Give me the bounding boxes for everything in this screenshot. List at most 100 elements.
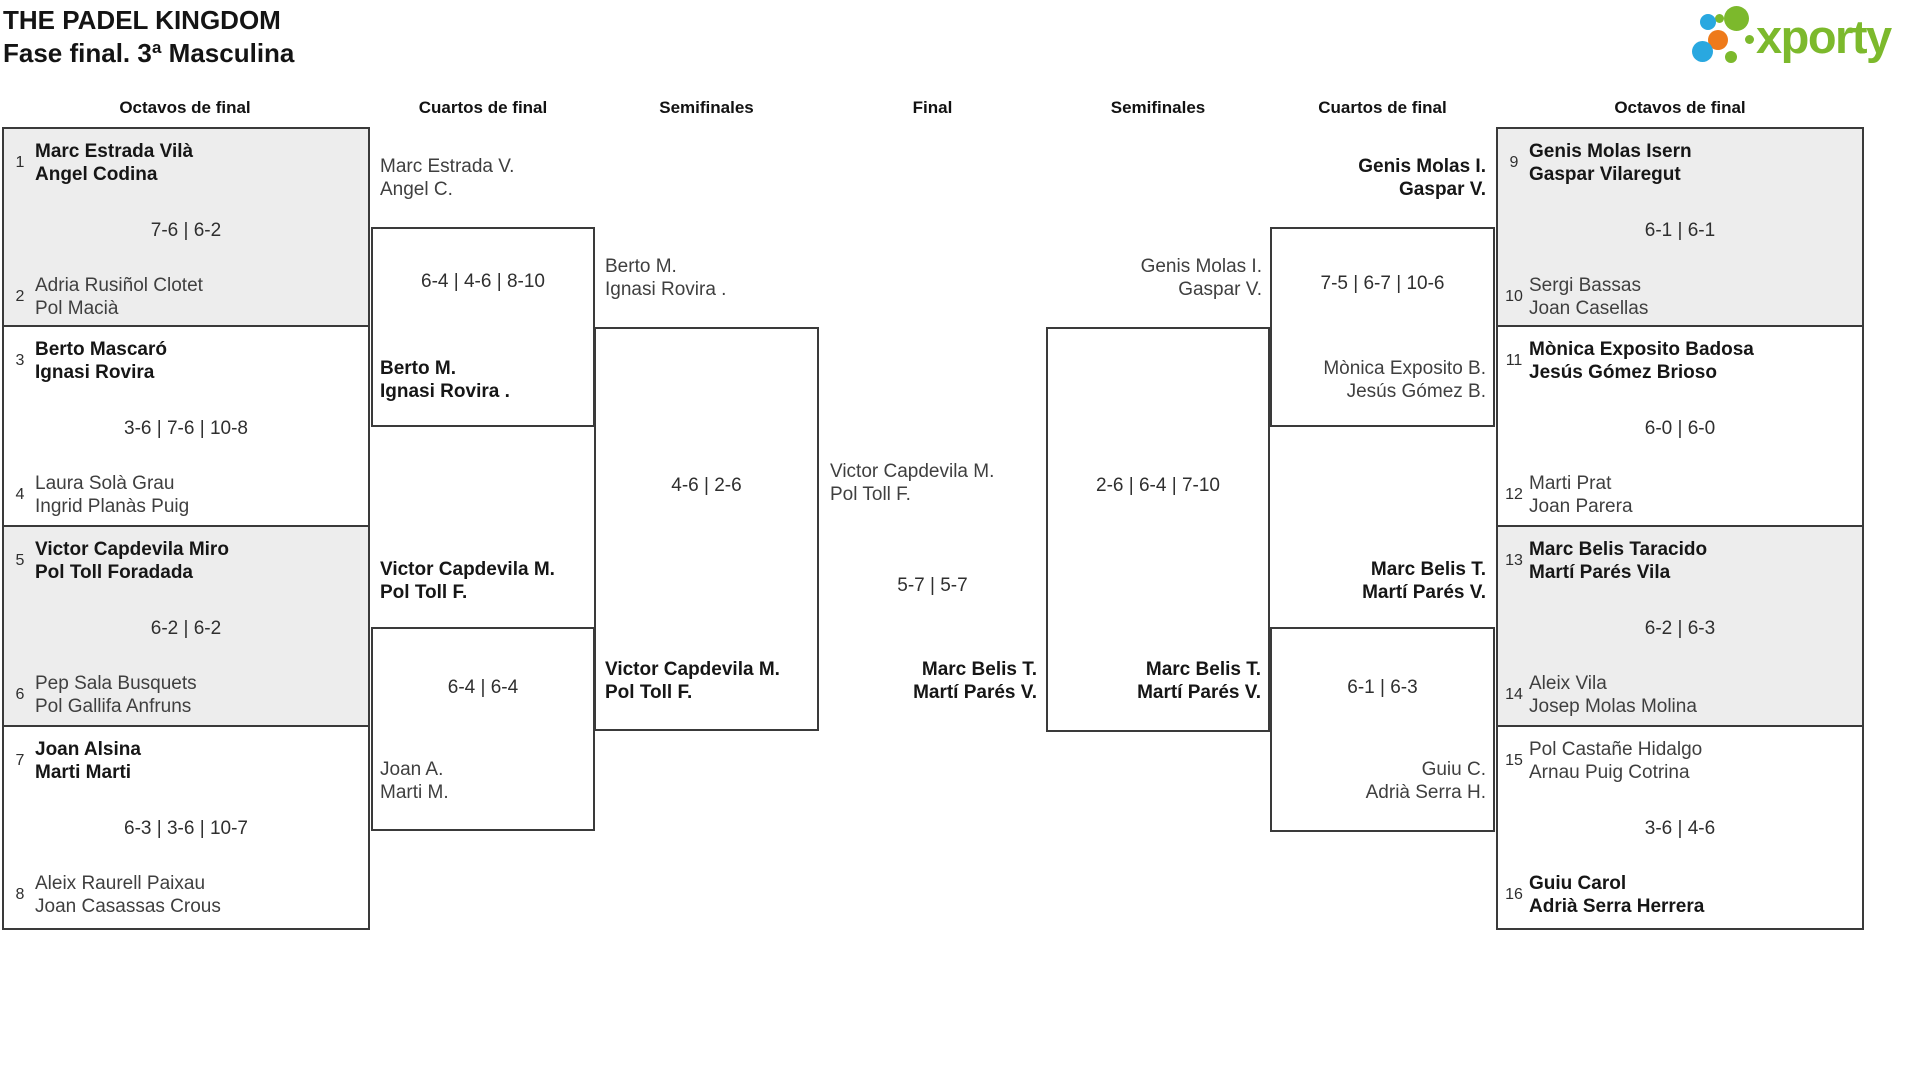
player-name: Joan Casassas Crous xyxy=(35,896,221,917)
player-name: Genis Molas I. xyxy=(1358,156,1486,177)
player-name: Victor Capdevila Miro xyxy=(35,539,229,560)
logo-dot-green-small-3 xyxy=(1725,51,1737,63)
seed-number: 3 xyxy=(15,352,25,369)
match-score: 6-2 | 6-3 xyxy=(1644,618,1716,639)
seed-number: 1 xyxy=(15,154,25,171)
team-pair: Marc Estrada Vilà Angel Codina xyxy=(35,140,193,186)
octavos-match-4[interactable]: 7 Joan Alsina Marti Marti 6-3 | 3-6 | 10… xyxy=(2,725,370,930)
team-pair: Marti Prat Joan Parera xyxy=(1529,472,1633,518)
team-pair: Aleix Raurell Paixau Joan Casassas Crous xyxy=(35,872,221,918)
team-pair: Mònica Exposito Badosa Jesús Gómez Brios… xyxy=(1529,338,1754,384)
player-name: Pol Castañe Hidalgo xyxy=(1529,739,1703,760)
team-pair: Guiu Carol Adrià Serra Herrera xyxy=(1529,872,1704,918)
octavos-match-5[interactable]: 9 Genis Molas Isern Gaspar Vilaregut 6-1… xyxy=(1496,127,1864,327)
player-name: Marc Belis T. xyxy=(1370,559,1486,580)
team-pair: Joan Alsina Marti Marti xyxy=(35,738,141,784)
player-name: Mònica Exposito B. xyxy=(1323,358,1486,379)
player-name: Pep Sala Busquets xyxy=(35,673,197,694)
player-name: Martí Parés V. xyxy=(913,682,1037,703)
player-name: Pol Toll Foradada xyxy=(35,562,193,583)
quarterfinal-box-right-bottom[interactable] xyxy=(1270,627,1495,832)
quarterfinal-box-right-top[interactable] xyxy=(1270,227,1495,427)
team-pair: Adria Rusiñol Clotet Pol Macià xyxy=(35,274,203,320)
octavos-match-8[interactable]: 15 Pol Castañe Hidalgo Arnau Puig Cotrin… xyxy=(1496,725,1864,930)
seed-number: 16 xyxy=(1505,886,1523,903)
team-pair: Joan A. Marti M. xyxy=(380,758,449,804)
octavos-match-3[interactable]: 5 Victor Capdevila Miro Pol Toll Foradad… xyxy=(2,525,370,727)
player-name: Berto Mascaró xyxy=(35,339,167,360)
round-header-final: Final xyxy=(912,98,953,117)
match-score: 6-2 | 6-2 xyxy=(150,618,222,639)
logo-dot-green-small-1 xyxy=(1715,14,1724,23)
player-name: Martí Parés V. xyxy=(1362,582,1486,603)
player-name: Jesús Gómez B. xyxy=(1346,381,1486,402)
player-name: Pol Toll F. xyxy=(605,682,693,703)
octavos-match-1[interactable]: 1 Marc Estrada Vilà Angel Codina 7-6 | 6… xyxy=(2,127,370,327)
team-pair: Berto M. Ignasi Rovira . xyxy=(380,357,510,403)
player-name: Joan Parera xyxy=(1529,496,1633,517)
seed-number: 4 xyxy=(15,486,25,503)
player-name: Berto M. xyxy=(605,256,677,277)
match-score: 6-4 | 4-6 | 8-10 xyxy=(421,271,545,292)
match-score: 6-3 | 3-6 | 10-7 xyxy=(124,818,248,839)
octavos-match-7[interactable]: 13 Marc Belis Taracido Martí Parés Vila … xyxy=(1496,525,1864,727)
player-name: Marti M. xyxy=(380,782,449,803)
match-score: 2-6 | 6-4 | 7-10 xyxy=(1096,475,1220,496)
logo-wordmark: xporty xyxy=(1756,10,1892,63)
player-name: Ingrid Planàs Puig xyxy=(35,496,190,517)
team-pair: Genis Molas I. Gaspar V. xyxy=(1046,255,1262,301)
octavos-match-2[interactable]: 3 Berto Mascaró Ignasi Rovira 3-6 | 7-6 … xyxy=(2,325,370,527)
player-name: Ignasi Rovira xyxy=(35,362,155,383)
player-name: Victor Capdevila M. xyxy=(605,659,780,680)
seed-number: 6 xyxy=(15,686,25,703)
team-pair: Genis Molas Isern Gaspar Vilaregut xyxy=(1529,140,1692,186)
logo-dot-orange xyxy=(1708,30,1728,50)
player-name: Pol Toll F. xyxy=(830,484,911,505)
match-score: 6-4 | 6-4 xyxy=(447,677,519,698)
match-score: 6-0 | 6-0 xyxy=(1644,418,1716,439)
match-score: 3-6 | 7-6 | 10-8 xyxy=(124,418,248,439)
player-name: Pol Toll F. xyxy=(380,582,468,603)
round-header-cuartos-right: Cuartos de final xyxy=(1318,98,1447,117)
player-name: Josep Molas Molina xyxy=(1529,696,1697,717)
team-pair: Victor Capdevila M. Pol Toll F. xyxy=(830,460,994,506)
player-name: Martí Parés Vila xyxy=(1529,562,1671,583)
seed-number: 15 xyxy=(1505,752,1523,769)
team-pair: Victor Capdevila M. Pol Toll F. xyxy=(605,658,780,704)
team-pair: Berto Mascaró Ignasi Rovira xyxy=(35,338,167,384)
player-name: Gaspar V. xyxy=(1399,179,1486,200)
player-name: Berto M. xyxy=(380,358,456,379)
team-pair: Pep Sala Busquets Pol Gallifa Anfruns xyxy=(35,672,197,718)
player-name: Adrià Serra Herrera xyxy=(1529,896,1705,917)
logo-dot-green-small-2 xyxy=(1745,35,1754,44)
player-name: Genis Molas Isern xyxy=(1529,141,1692,162)
seed-number: 8 xyxy=(15,886,25,903)
round-header-octavos-left: Octavos de final xyxy=(119,98,251,117)
match-score: 7-6 | 6-2 xyxy=(150,220,222,241)
semifinal-box-left[interactable] xyxy=(594,327,819,731)
player-name: Joan A. xyxy=(380,759,444,780)
player-name: Aleix Raurell Paixau xyxy=(35,873,206,894)
player-name: Marc Belis Taracido xyxy=(1529,539,1708,560)
xporty-logo: xporty xyxy=(1690,3,1905,71)
player-name: Adria Rusiñol Clotet xyxy=(35,275,203,296)
team-pair: Marc Belis T. Martí Parés V. xyxy=(819,658,1037,704)
seed-number: 9 xyxy=(1509,154,1519,171)
player-name: Sergi Bassas xyxy=(1529,275,1641,296)
octavos-match-6[interactable]: 11 Mònica Exposito Badosa Jesús Gómez Br… xyxy=(1496,325,1864,527)
player-name: Jesús Gómez Brioso xyxy=(1529,362,1717,383)
logo-dot-blue-upper xyxy=(1700,14,1716,30)
match-score: 5-7 | 5-7 xyxy=(897,575,968,596)
player-name: Guiu Carol xyxy=(1529,873,1627,894)
player-name: Pol Gallifa Anfruns xyxy=(35,696,192,717)
semifinal-box-right[interactable] xyxy=(1046,327,1270,732)
team-pair: Genis Molas I. Gaspar V. xyxy=(1270,155,1486,201)
player-name: Gaspar Vilaregut xyxy=(1529,164,1681,185)
player-name: Angel Codina xyxy=(35,164,158,185)
player-name: Marti Marti xyxy=(35,762,132,783)
player-name: Joan Alsina xyxy=(35,739,141,760)
seed-number: 14 xyxy=(1505,686,1523,703)
seed-number: 12 xyxy=(1505,486,1523,503)
match-score: 6-1 | 6-3 xyxy=(1347,677,1418,698)
match-score: 3-6 | 4-6 xyxy=(1644,818,1716,839)
